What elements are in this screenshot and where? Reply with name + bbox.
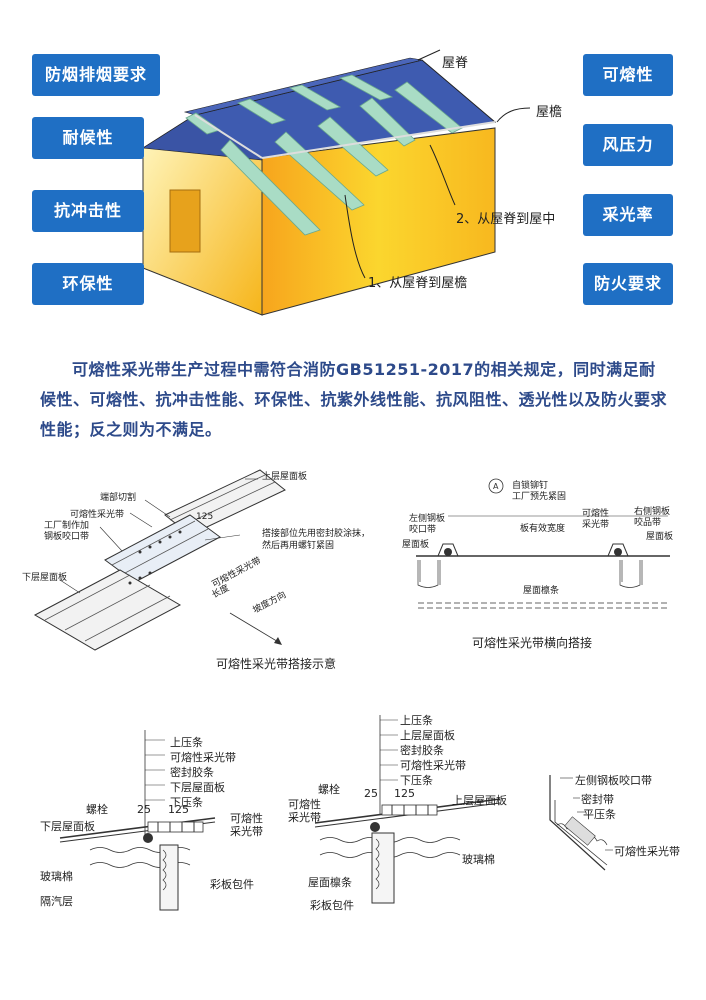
detail-a-label-4: 下压条 bbox=[170, 796, 203, 809]
detail-a-dim125: 125 bbox=[168, 803, 189, 816]
detail-a-glass-wool: 玻璃棉 bbox=[40, 870, 73, 883]
lap-upper-panel: 上层屋面板 bbox=[262, 472, 308, 482]
detail-b-label-4: 下压条 bbox=[400, 774, 433, 787]
detail-b-diagram bbox=[314, 715, 501, 904]
lap-end-cut: 端部切割 bbox=[100, 493, 137, 503]
detail-a-strip2: 采光带 bbox=[230, 825, 263, 838]
lap-dim: 125 bbox=[196, 512, 214, 522]
label-eave: 屋檐 bbox=[536, 105, 563, 120]
detail-c-flat: 平压条 bbox=[583, 808, 616, 821]
cross-roof-panel-r: 屋面板 bbox=[646, 532, 674, 542]
detail-b-label-2: 密封胶条 bbox=[400, 744, 444, 757]
detail-b-strip2: 采光带 bbox=[288, 811, 321, 824]
detail-b-flashing: 彩板包件 bbox=[310, 899, 354, 912]
detail-a-label-3: 下层屋面板 bbox=[170, 781, 225, 794]
feature-badge-wind: 风压力 bbox=[583, 124, 673, 166]
feature-badge-weather: 耐候性 bbox=[32, 117, 144, 159]
cross-width: 板有效宽度 bbox=[520, 524, 566, 534]
detail-b-strip: 可熔性 bbox=[288, 798, 321, 811]
building-illustration bbox=[142, 49, 531, 316]
cross-lap-diagram: A bbox=[416, 478, 670, 609]
detail-b-label-0: 上压条 bbox=[400, 714, 433, 727]
detail-a-lower-panel: 下层屋面板 bbox=[40, 820, 95, 833]
feature-badge-fire: 防火要求 bbox=[583, 263, 673, 305]
detail-a-flashing: 彩板包件 bbox=[210, 878, 254, 891]
lap-strip: 可熔性采光带 bbox=[70, 510, 125, 520]
lap-lower-panel: 下层屋面板 bbox=[22, 573, 68, 583]
feature-badge-light: 采光率 bbox=[583, 194, 673, 236]
detail-c-diagram bbox=[549, 775, 613, 871]
skylight-2 bbox=[274, 131, 365, 211]
lap-diagram bbox=[33, 469, 286, 651]
cross-left-band2: 咬口带 bbox=[409, 525, 437, 535]
detail-a-dim25: 25 bbox=[137, 803, 151, 816]
detail-b-dim25: 25 bbox=[364, 787, 378, 800]
cross-strip2: 采光带 bbox=[582, 520, 610, 530]
detail-c-left-band: 左侧钢板咬口带 bbox=[575, 774, 652, 787]
label-dir2: 2、从屋脊到屋中 bbox=[456, 212, 556, 227]
svg-text:A: A bbox=[493, 482, 499, 491]
skylight-3 bbox=[317, 116, 389, 177]
detail-a-label-2: 密封胶条 bbox=[170, 766, 214, 779]
skylight-4 bbox=[359, 97, 416, 147]
detail-b-purlin: 屋面檩条 bbox=[308, 876, 352, 889]
detail-a-diagram bbox=[59, 730, 216, 911]
intro-paragraph: 可熔性采光带生产过程中需符合消防GB51251-2017的相关规定，同时满足耐候… bbox=[40, 360, 668, 439]
cross-roof-panel-l: 屋面板 bbox=[402, 540, 430, 550]
skylight-8 bbox=[288, 84, 342, 111]
skylight-7 bbox=[237, 98, 286, 125]
detail-c-seal: 密封带 bbox=[581, 793, 614, 806]
label-dir1: 1、从屋脊到屋檐 bbox=[368, 276, 468, 291]
detail-a-label-1: 可熔性采光带 bbox=[170, 751, 236, 764]
skylight-9 bbox=[338, 74, 394, 101]
feature-badge-smoke: 防烟排烟要求 bbox=[32, 54, 160, 96]
detail-b-dim125: 125 bbox=[394, 787, 415, 800]
lap-factory2: 钢板咬口带 bbox=[44, 532, 90, 542]
detail-a-bolt: 螺栓 bbox=[86, 803, 108, 816]
detail-c-strip: 可熔性采光带 bbox=[614, 845, 680, 858]
cross-purlin: 屋面檩条 bbox=[523, 586, 560, 596]
detail-b-bolt: 螺栓 bbox=[318, 783, 340, 796]
feature-badge-eco: 环保性 bbox=[32, 263, 144, 305]
cross-right-band2: 咬品带 bbox=[634, 518, 662, 528]
feature-badge-fusible: 可熔性 bbox=[583, 54, 673, 96]
lap-seal-note2: 然后再用螺钉紧固 bbox=[262, 541, 335, 551]
cross-rivet2: 工厂预先紧固 bbox=[512, 492, 567, 502]
cross-rivet: 自锁铆钉 bbox=[512, 481, 549, 491]
cross-strip: 可熔性 bbox=[582, 509, 610, 519]
lap-seal-note: 搭接部位先用密封胶涂抹， bbox=[262, 529, 371, 539]
detail-b-glass-wool: 玻璃棉 bbox=[462, 853, 495, 866]
cross-right-band: 右侧钢板 bbox=[634, 507, 671, 517]
detail-a-strip: 可熔性 bbox=[230, 812, 263, 825]
detail-b-label-1: 上层屋面板 bbox=[400, 729, 455, 742]
detail-a-vapor: 隔汽层 bbox=[40, 895, 73, 908]
detail-b-upper-panel: 上层屋面板 bbox=[452, 794, 507, 807]
lap-caption: 可熔性采光带搭接示意 bbox=[216, 657, 337, 671]
lap-factory: 工厂制作加 bbox=[44, 521, 90, 531]
skylight-1 bbox=[220, 139, 321, 236]
door bbox=[169, 189, 201, 253]
detail-b-label-3: 可熔性采光带 bbox=[400, 759, 466, 772]
feature-badge-impact: 抗冲击性 bbox=[32, 190, 144, 232]
label-ridge: 屋脊 bbox=[442, 56, 469, 71]
cross-caption: 可熔性采光带横向搭接 bbox=[472, 636, 593, 650]
cross-left-band: 左侧钢板 bbox=[409, 514, 446, 524]
detail-a-label-0: 上压条 bbox=[170, 736, 203, 749]
